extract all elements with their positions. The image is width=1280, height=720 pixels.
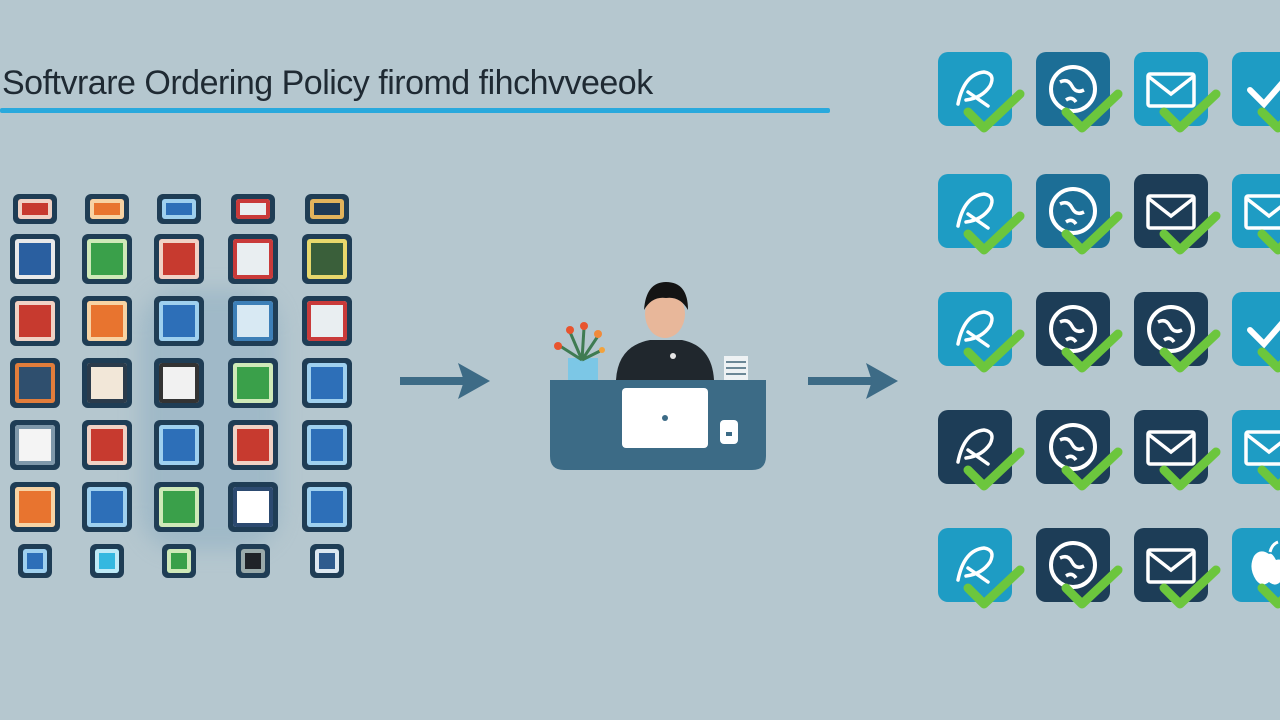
white-app-icon: [228, 234, 278, 284]
blue-app-icon: [154, 296, 204, 346]
document-app-icon: [10, 420, 60, 470]
title-underline: [0, 108, 830, 113]
red-app-icon: [10, 296, 60, 346]
green-app-icon: [162, 544, 196, 578]
red-app-icon: [228, 420, 278, 470]
pen-icon: [938, 52, 1025, 133]
clock-app-icon: [82, 358, 132, 408]
red-app-icon: [154, 234, 204, 284]
green-check-icon: [1061, 211, 1123, 255]
blue-app-icon: [302, 482, 352, 532]
pen-icon: [938, 292, 1025, 373]
globe-app-icon: [10, 234, 60, 284]
globe-icon: [1036, 174, 1123, 255]
green-check-icon: [963, 447, 1025, 491]
green-check-icon: [1061, 89, 1123, 133]
arrow-right-icon: [808, 363, 898, 399]
chart-app-icon: [228, 296, 278, 346]
paper-stack-icon: [724, 356, 748, 380]
green-check-icon: [1159, 211, 1221, 255]
source-app-grid: [0, 0, 380, 600]
pen-icon: [938, 528, 1025, 609]
cyan-app-icon: [90, 544, 124, 578]
list-app-icon: [310, 544, 344, 578]
check-icon: [1232, 52, 1280, 133]
approved-app-grid: [930, 40, 1280, 640]
text-app-icon: [154, 358, 204, 408]
mail-icon: [1134, 52, 1221, 133]
green-check-icon: [963, 211, 1025, 255]
green-check-icon: [1159, 447, 1221, 491]
green-app-icon: [154, 482, 204, 532]
mail-icon: [1134, 528, 1221, 609]
globe-icon: [1036, 410, 1123, 491]
blue-app-icon: [18, 544, 52, 578]
navy-app-icon: [305, 194, 349, 224]
page-title: Softvrare Ordering Policy firomd fihchvv…: [2, 64, 653, 102]
orange-app-icon: [85, 194, 129, 224]
green-check-icon: [963, 565, 1025, 609]
photo-app-icon: [302, 234, 352, 284]
plant-icon: [554, 322, 605, 382]
green-check-icon: [963, 89, 1025, 133]
green-app-icon: [228, 358, 278, 408]
mail-icon: [1134, 174, 1221, 255]
green-check-icon: [1257, 107, 1280, 133]
green-check-icon: [1257, 229, 1280, 255]
green-check-icon: [1159, 329, 1221, 373]
green-check-icon: [1061, 565, 1123, 609]
pen-icon: [938, 410, 1025, 491]
blue-app-icon: [302, 358, 352, 408]
green-check-icon: [1257, 583, 1280, 609]
green-check-icon: [1159, 89, 1221, 133]
calendar-app-icon: [228, 482, 278, 532]
white-app-icon: [302, 296, 352, 346]
landscape-app-icon: [10, 358, 60, 408]
green-check-icon: [1159, 565, 1221, 609]
mail-icon: [1232, 174, 1280, 255]
blue-app-icon: [157, 194, 201, 224]
phone-app-icon: [236, 544, 270, 578]
blue-app-icon: [154, 420, 204, 470]
green-app-icon: [82, 234, 132, 284]
orange-app-icon: [82, 296, 132, 346]
green-check-icon: [1257, 465, 1280, 491]
check-icon: [1232, 292, 1280, 373]
blue-app-icon: [82, 482, 132, 532]
globe-icon: [1036, 292, 1123, 373]
pen-icon: [938, 174, 1025, 255]
globe-icon: [1036, 52, 1123, 133]
arrow-right-icon: [400, 363, 490, 399]
green-check-icon: [1257, 347, 1280, 373]
green-check-icon: [963, 329, 1025, 373]
green-check-icon: [1061, 447, 1123, 491]
person-icon: [616, 282, 714, 380]
orange-app-icon: [10, 482, 60, 532]
green-check-icon: [1061, 329, 1123, 373]
globe-icon: [1036, 528, 1123, 609]
reviewer-illustration: [550, 282, 766, 470]
globe-icon: [1134, 292, 1221, 373]
red-app-icon: [82, 420, 132, 470]
mail-icon: [1134, 410, 1221, 491]
reviewer-at-desk: [540, 270, 780, 480]
apple-icon: [1232, 528, 1280, 609]
mail-icon: [1232, 410, 1280, 491]
blue-app-icon: [302, 420, 352, 470]
red-app-icon: [13, 194, 57, 224]
white-app-icon: [231, 194, 275, 224]
